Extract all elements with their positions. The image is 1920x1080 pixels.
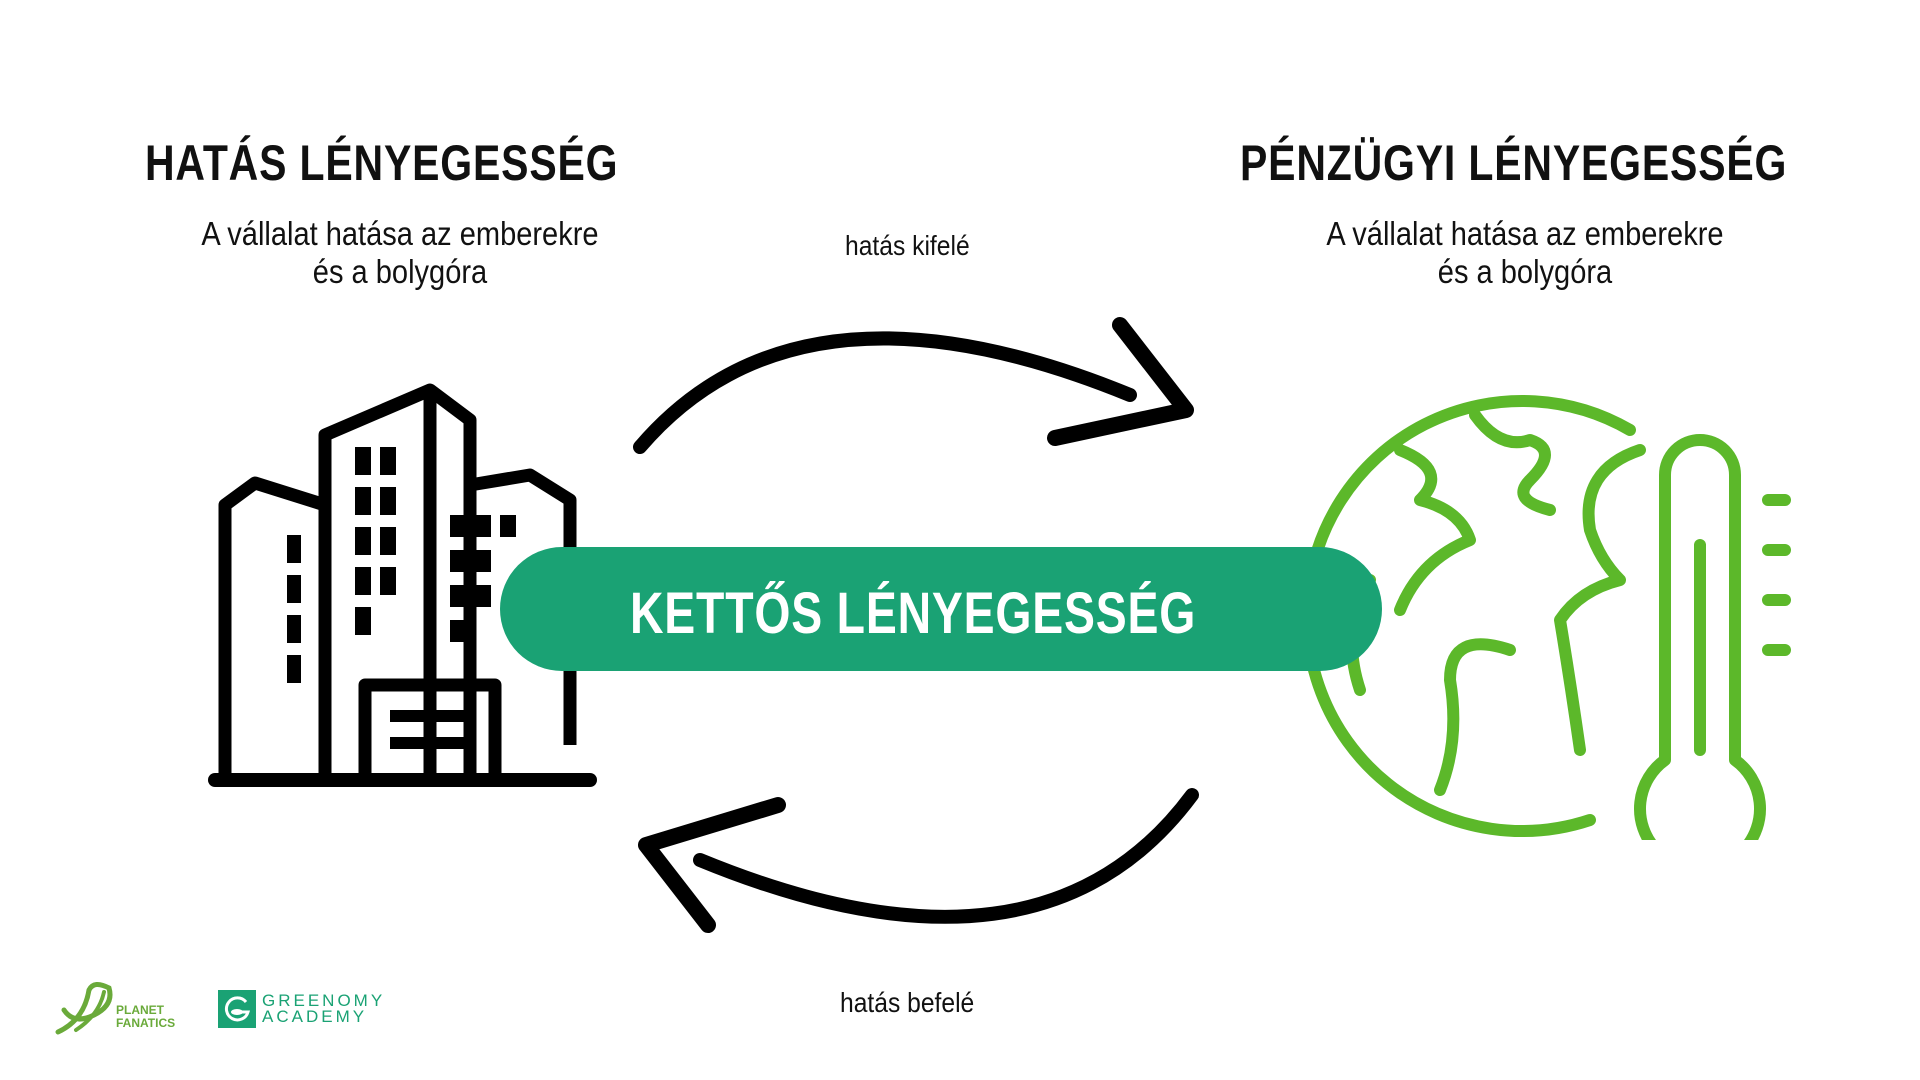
left-heading: HATÁS LÉNYEGESSÉG <box>145 135 619 191</box>
building-icon <box>208 383 597 787</box>
greenomy-logo: GREENOMY ACADEMY <box>218 990 388 1030</box>
left-subtitle-line2: és a bolygóra <box>312 253 488 290</box>
right-heading: PÉNZÜGYI LÉNYEGESSÉG <box>1240 135 1788 191</box>
right-subtitle-line1: A vállalat hatása az emberekre <box>1326 215 1724 252</box>
greenomy-line2: ACADEMY <box>262 1007 368 1026</box>
double-materiality-title: KETTŐS LÉNYEGESSÉG <box>630 581 1197 646</box>
left-subtitle: A vállalat hatása az emberekre és a boly… <box>180 215 620 291</box>
planet-fanatics-logo: PLANET FANATICS <box>54 980 176 1036</box>
right-subtitle: A vállalat hatása az emberekre és a boly… <box>1305 215 1745 291</box>
left-subtitle-line1: A vállalat hatása az emberekre <box>201 215 599 252</box>
greenomy-g-icon <box>218 990 256 1028</box>
right-subtitle-line2: és a bolygóra <box>1437 253 1613 290</box>
planet-fanatics-leaf-icon <box>55 982 113 1035</box>
planet-fanatics-line1: PLANET <box>116 1003 164 1017</box>
planet-fanatics-line2: FANATICS <box>116 1016 176 1030</box>
double-materiality-pill <box>500 547 1382 671</box>
inward-label: hatás befelé <box>840 987 975 1018</box>
outward-label: hatás kifelé <box>845 230 970 261</box>
greenomy-line1: GREENOMY <box>262 991 386 1010</box>
